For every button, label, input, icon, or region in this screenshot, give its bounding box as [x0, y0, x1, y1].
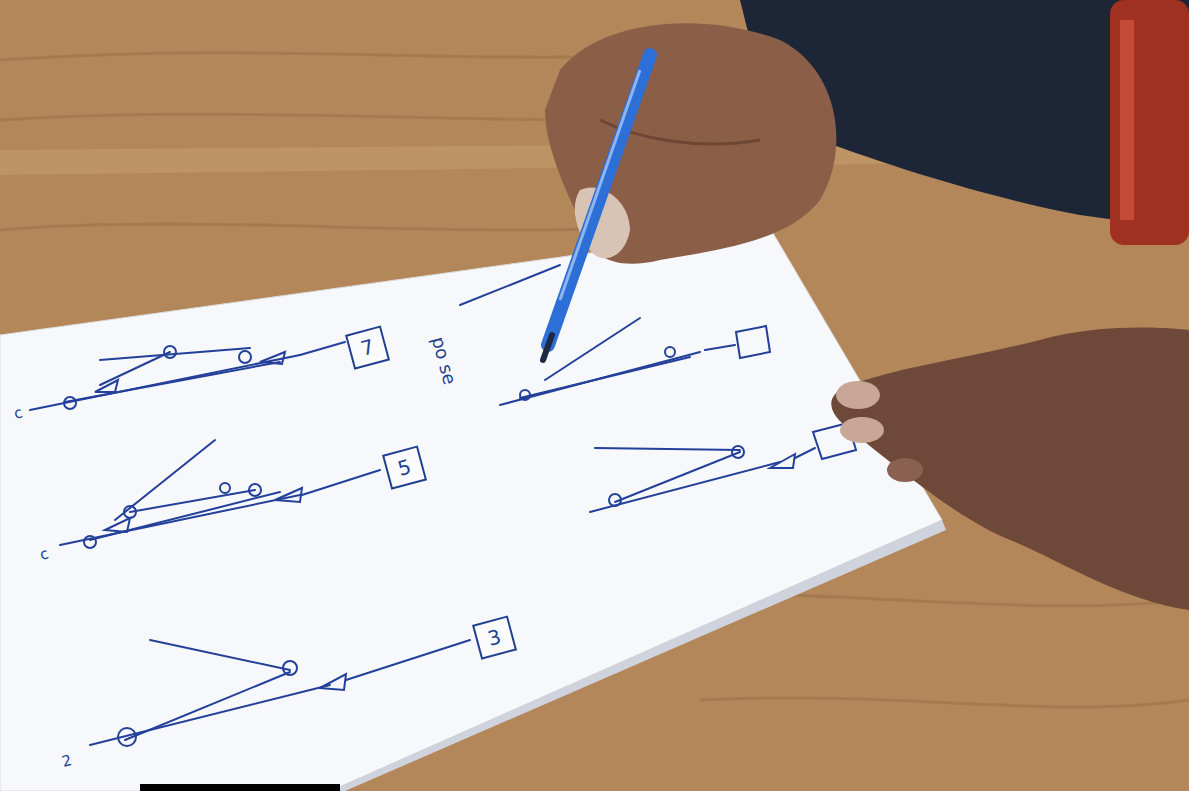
ratio-number: 5 [395, 454, 414, 480]
ratio-number: 7 [358, 334, 377, 360]
ratio-number: 3 [485, 624, 504, 650]
